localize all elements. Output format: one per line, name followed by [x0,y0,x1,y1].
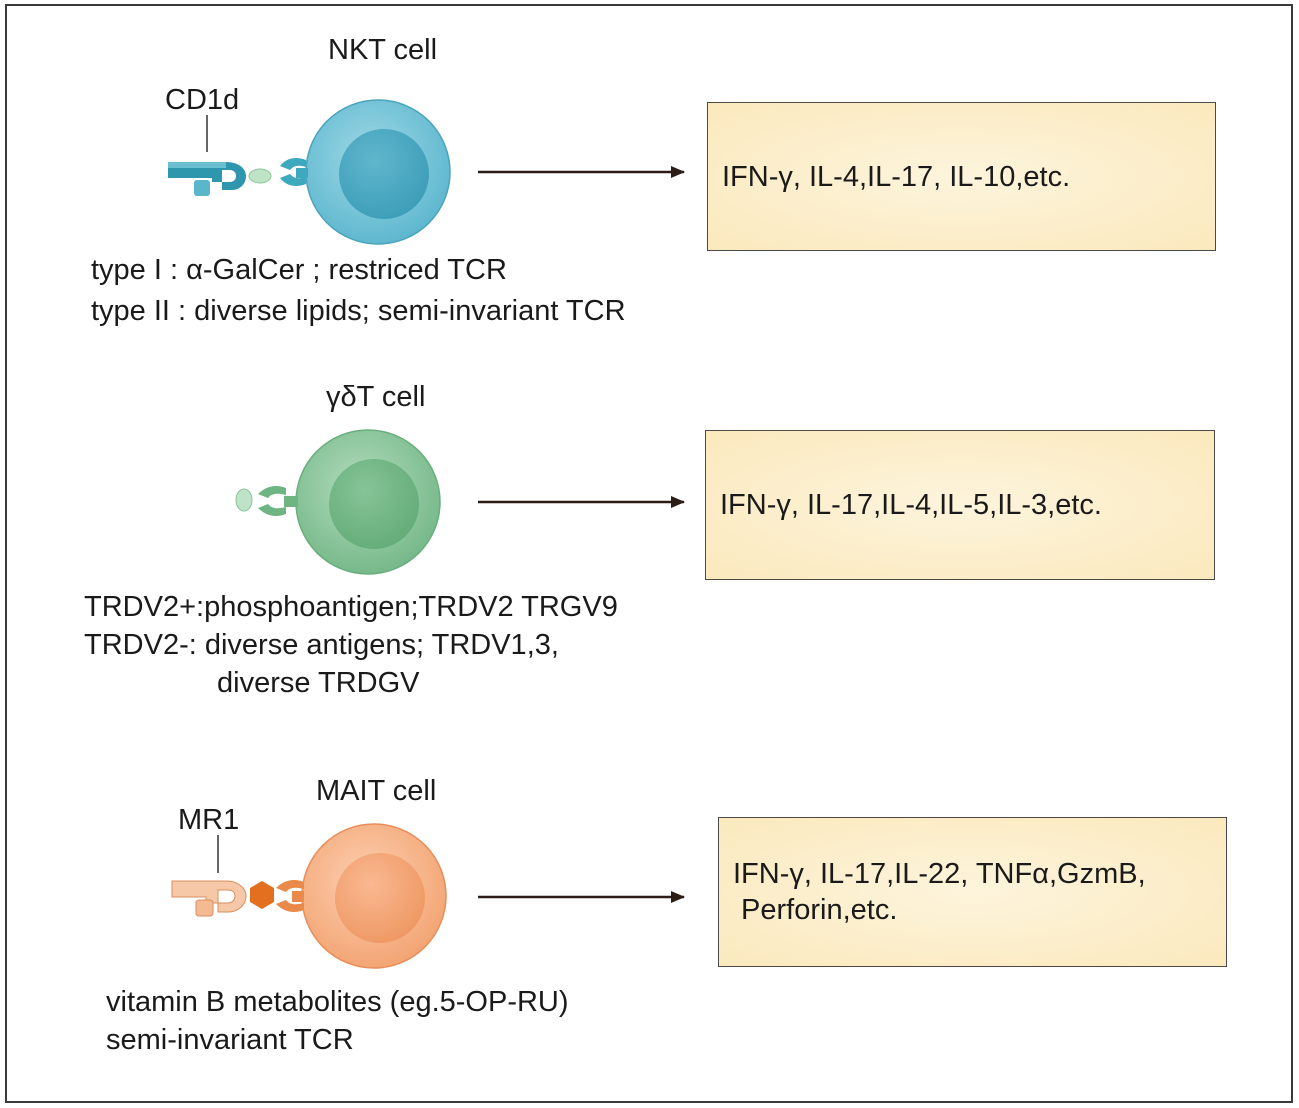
mait-cell-graphic [301,823,447,969]
gdt-cell-title: γδT cell [326,381,426,413]
mait-cytokines-line1: IFN-γ, IL-17,IL-22, TNFα,GzmB, [733,858,1146,890]
nkt-desc-type2: type II : diverse lipids; semi-invariant… [91,295,626,327]
mait-cytokines-line2: Perforin,etc. [733,894,898,926]
mait-desc-metabolites: vitamin B metabolites (eg.5-OP-RU) [106,986,569,1018]
gdt-tcr-receptor [258,486,298,516]
mait-desc-tcr: semi-invariant TCR [106,1024,354,1056]
nkt-cell-title: NKT cell [328,34,438,66]
gdt-cytokines: IFN-γ, IL-17,IL-4,IL-5,IL-3,etc. [720,489,1102,521]
nkt-desc-type1: type I : α-GalCer ; restriced TCR [91,254,507,286]
mait-cell-nucleus [335,853,425,943]
nkt-lipid-antigen [248,168,272,184]
gdt-desc-trdv2-pos: TRDV2+:phosphoantigen;TRDV2 TRGV9 [84,591,618,623]
gdt-cell-nucleus [329,459,419,549]
gdt-cytokine-box: IFN-γ, IL-17,IL-4,IL-5,IL-3,etc. [705,430,1215,580]
nkt-cytokines: IFN-γ, IL-4,IL-17, IL-10,etc. [722,160,1071,193]
cd1d-label: CD1d [165,84,240,116]
mait-5-op-ru-antigen [250,881,274,909]
mait-cytokine-box: IFN-γ, IL-17,IL-22, TNFα,GzmB, Perforin,… [718,817,1227,967]
mait-cell-title: MAIT cell [316,775,437,807]
mr1-label: MR1 [178,804,240,836]
gdt-desc-trdgv: diverse TRDGV [217,667,420,699]
nkt-cell-graphic [305,99,451,245]
nkt-tcr-receptor [280,158,308,186]
gdt-desc-trdv2-neg: TRDV2-: diverse antigens; TRDV1,3, [84,629,559,661]
figure-frame [5,4,1293,1103]
gdt-phosphoantigen [235,488,253,512]
cd1d-molecule [168,115,246,196]
gdt-cell-graphic [295,429,441,575]
nkt-cytokine-box: IFN-γ, IL-4,IL-17, IL-10,etc. [707,102,1216,251]
mr1-molecule [171,835,247,917]
mait-tcr-receptor [276,880,304,912]
nkt-cell-nucleus [339,129,429,219]
